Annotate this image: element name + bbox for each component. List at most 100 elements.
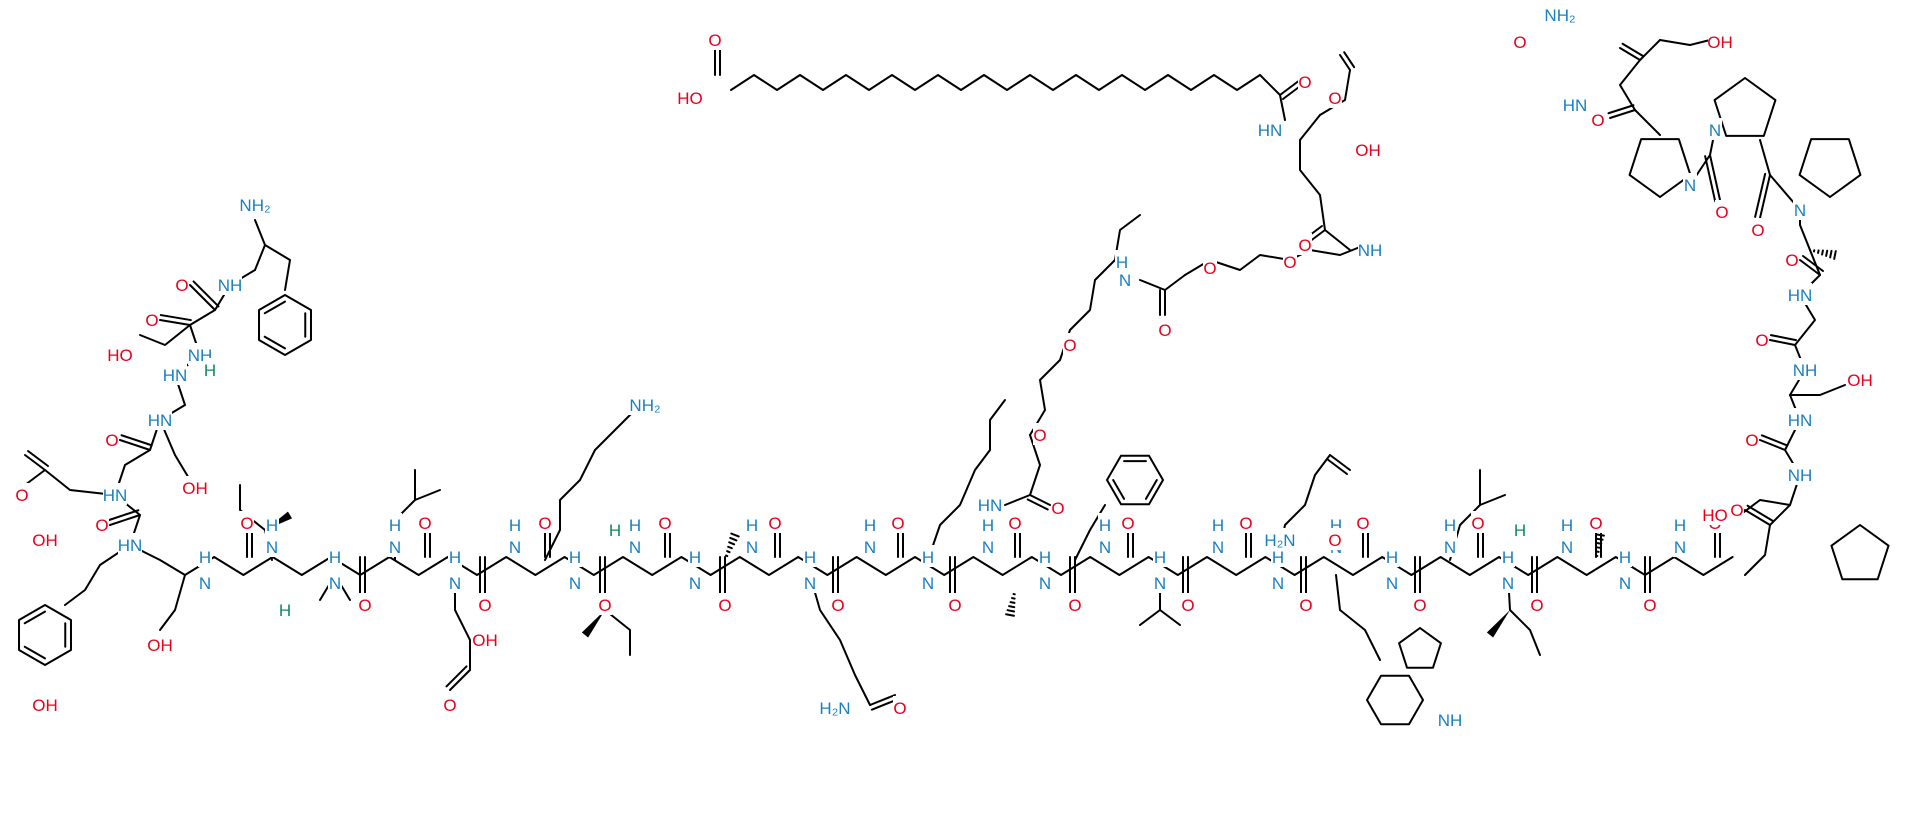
leu2-branch bbox=[1480, 495, 1505, 505]
backbone-carbonyl-oxygen: O bbox=[240, 514, 253, 533]
pro-ring-2 bbox=[1715, 78, 1776, 136]
backbone-amide-nitrogen: N bbox=[266, 538, 278, 557]
linker-amide-hn: HN bbox=[978, 496, 1003, 515]
backbone-amide-nitrogen: N bbox=[1444, 538, 1456, 557]
pro-n-3: N bbox=[1794, 201, 1806, 220]
ala4-methyl bbox=[1830, 251, 1831, 258]
backbone-carbonyl-oxygen: O bbox=[1299, 596, 1312, 615]
pro-carbonyl-1 bbox=[1710, 155, 1720, 200]
fatty-acid-chain bbox=[731, 75, 1260, 90]
backbone-carbonyl-oxygen: O bbox=[1530, 596, 1543, 615]
backbone-amide-hydrogen: H bbox=[266, 516, 278, 535]
ala-methyl bbox=[728, 547, 732, 548]
ala2-methyl bbox=[1011, 602, 1015, 603]
backbone-amide-nitrogen: N bbox=[1619, 574, 1631, 593]
n-terminal-carbonyl bbox=[122, 435, 152, 445]
tyr-benzene-ring-inner bbox=[25, 612, 45, 624]
lys-amine: NH₂ bbox=[629, 396, 660, 415]
gln2-oxygen: O bbox=[1328, 531, 1341, 550]
glu-alpha-oxygen: O bbox=[1328, 89, 1341, 108]
backbone-amide-hydrogen: H bbox=[1619, 548, 1631, 567]
backbone-carbonyl-oxygen: O bbox=[1181, 596, 1194, 615]
c-terminal-carbonyl-oxygen: O bbox=[1730, 501, 1743, 520]
backbone-amide-hydrogen: H bbox=[389, 516, 401, 535]
pro-n-1: N bbox=[1684, 176, 1696, 195]
backbone-amide-nitrogen: N bbox=[1272, 574, 1284, 593]
amide-hn: HN bbox=[163, 366, 188, 385]
n-terminal-carbonyl bbox=[120, 440, 150, 450]
fatty-amide-link bbox=[1260, 75, 1285, 120]
backbone-amide-hydrogen: H bbox=[1154, 548, 1166, 567]
gln-amide: H₂N bbox=[819, 699, 850, 718]
ala4-methyl bbox=[1818, 250, 1819, 253]
n-terminal-carbonyl bbox=[161, 315, 191, 320]
ser-c-side-chain bbox=[1660, 40, 1710, 45]
n-terminal-carbonyl-oxygen: O bbox=[145, 311, 158, 330]
backbone-carbonyl-oxygen: O bbox=[598, 596, 611, 615]
terminal-amide-oxygen: O bbox=[1513, 33, 1526, 52]
backbone-amide-hydrogen: H bbox=[1444, 516, 1456, 535]
peg2-amide-nh: NH bbox=[1358, 241, 1383, 260]
backbone-amide-nitrogen: N bbox=[1039, 574, 1051, 593]
gln-oxygen: O bbox=[893, 699, 906, 718]
thr-hydroxyl: HO bbox=[107, 346, 133, 365]
asp2-hydroxyl: OH bbox=[472, 631, 498, 650]
backbone-carbonyl-oxygen: O bbox=[1643, 596, 1656, 615]
pro-n-2: N bbox=[1709, 121, 1721, 140]
backbone-amide-nitrogen: N bbox=[1099, 538, 1111, 557]
backbone-carbonyl-oxygen: O bbox=[948, 596, 961, 615]
c-terminal-carbonyl-oxygen: O bbox=[1755, 331, 1768, 350]
n-terminal-amine: NH₂ bbox=[239, 196, 270, 215]
glu-gamma-oxygen: O bbox=[1298, 236, 1311, 255]
backbone-carbonyl-oxygen: O bbox=[1413, 596, 1426, 615]
backbone-amide-hydrogen: H bbox=[1272, 548, 1284, 567]
amide-nh: NH bbox=[1793, 361, 1818, 380]
backbone-amide-nitrogen: N bbox=[389, 538, 401, 557]
backbone-carbonyl-oxygen: O bbox=[358, 596, 371, 615]
backbone-amide-hydrogen: H bbox=[1561, 516, 1573, 535]
asp-side-chain bbox=[25, 470, 115, 495]
backbone-amide-nitrogen: N bbox=[1674, 538, 1686, 557]
ala3-methyl bbox=[1596, 543, 1601, 544]
ser-c-carbonyl-oxygen: O bbox=[1591, 111, 1604, 130]
backbone-amide-hydrogen: H bbox=[982, 516, 994, 535]
backbone-amide-nitrogen: N bbox=[199, 574, 211, 593]
backbone-carbonyl-oxygen: O bbox=[538, 514, 551, 533]
asp2-oxygen: O bbox=[443, 696, 456, 715]
ala4-methyl bbox=[1834, 251, 1836, 259]
backbone-amide-hydrogen: H bbox=[804, 548, 816, 567]
pro-ring-bottom bbox=[1831, 525, 1888, 579]
backbone-carbonyl-oxygen: O bbox=[1068, 596, 1081, 615]
ile3-stereo-h: H bbox=[1514, 521, 1526, 540]
backbone-amide-nitrogen: N bbox=[922, 574, 934, 593]
ile-stereo-h: H bbox=[279, 601, 291, 620]
peg-oxygen: O bbox=[1033, 426, 1046, 445]
ala2-methyl bbox=[1009, 606, 1014, 607]
backbone-carbonyl-oxygen: O bbox=[1356, 514, 1369, 533]
n-terminal-carbonyl bbox=[160, 320, 190, 325]
backbone-amide-nitrogen: N bbox=[1502, 574, 1514, 593]
backbone-amide-hydrogen: H bbox=[449, 548, 461, 567]
ala3-methyl bbox=[1596, 547, 1600, 548]
atom-labels-layer: OOOOOOOOOOOOOOOOOOOOOOOOONHNHNHNHNHNHNHN… bbox=[15, 3, 1873, 730]
backbone-carbonyl-oxygen: O bbox=[418, 514, 431, 533]
ala2-methyl bbox=[1006, 614, 1014, 616]
ala-methyl bbox=[731, 534, 738, 537]
backbone-amide-hydrogen: H bbox=[629, 516, 641, 535]
ser-c-amide-hn: HN bbox=[1563, 96, 1588, 115]
linker-carbonyl bbox=[1028, 499, 1048, 509]
backbone-carbonyl-oxygen: O bbox=[1589, 514, 1602, 533]
c-terminal-carbonyl bbox=[1770, 340, 1795, 345]
trp-side-chain bbox=[1336, 575, 1380, 660]
fatty-amide-oxygen: O bbox=[1298, 73, 1311, 92]
phe-side-chain bbox=[265, 245, 290, 290]
backbone-amide-nitrogen: N bbox=[449, 574, 461, 593]
peg-amide-link bbox=[1140, 275, 1185, 290]
leu-branch bbox=[415, 490, 440, 500]
amide-hn: HN bbox=[148, 411, 173, 430]
pro-carbonyl-oxygen-2: O bbox=[1751, 221, 1764, 240]
c-terminal-carbonyl bbox=[1762, 435, 1787, 445]
pro-ring-3 bbox=[1800, 139, 1861, 197]
peg-chain bbox=[1030, 215, 1140, 435]
